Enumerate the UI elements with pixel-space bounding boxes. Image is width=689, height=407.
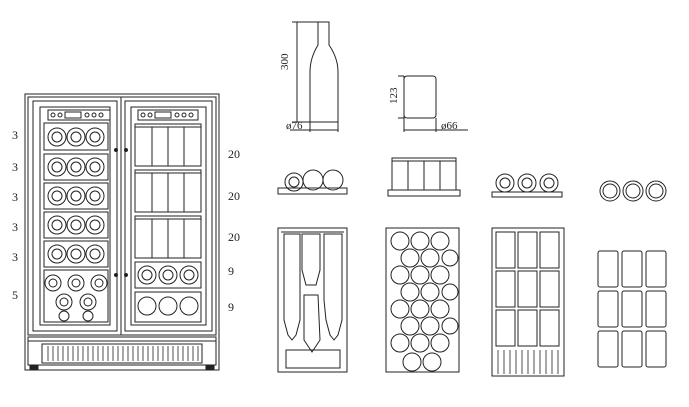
left-shelf-3-count: 3 <box>12 190 18 204</box>
can-rings-top-view <box>599 180 667 202</box>
right-zone-shelves <box>134 123 202 323</box>
wine-cooler-cabinet <box>24 93 220 371</box>
bottle-diameter-label: ø76 <box>286 120 303 132</box>
left-shelf-4-count: 3 <box>12 220 18 234</box>
small-bottle-shelf-side-view <box>491 173 563 198</box>
left-control-panel <box>47 109 111 121</box>
can-tray-top-view <box>385 227 460 373</box>
can-diameter-label: ø66 <box>441 120 458 132</box>
right-shelf-5-count: 9 <box>228 300 234 314</box>
right-shelf-1-count: 20 <box>228 147 240 161</box>
right-shelf-4-count: 9 <box>228 264 234 278</box>
right-shelf-3-count: 20 <box>228 230 240 244</box>
bottle-shelf-side-view <box>277 169 348 195</box>
bottle-height-label: 300 <box>279 53 291 71</box>
right-door <box>124 100 213 332</box>
can-shelf-side-view <box>387 157 461 197</box>
left-shelf-2-count: 3 <box>12 160 18 174</box>
can-grid-top-view <box>597 250 667 368</box>
left-door <box>32 100 118 332</box>
can-dimension-sketch <box>398 75 468 132</box>
base-grille <box>27 336 217 366</box>
left-shelf-6-count: 5 <box>12 288 18 302</box>
left-shelf-1-count: 3 <box>12 128 18 142</box>
right-shelf-2-count: 20 <box>228 189 240 203</box>
bottle-shelf-top-view <box>277 227 348 373</box>
left-zone-shelves <box>43 122 109 323</box>
bottle-dimension-sketch <box>290 21 339 132</box>
can-height-label: 123 <box>388 87 400 105</box>
left-shelf-5-count: 3 <box>12 250 18 264</box>
right-control-panel <box>137 109 199 121</box>
bottle-grid-top-view <box>491 227 565 377</box>
